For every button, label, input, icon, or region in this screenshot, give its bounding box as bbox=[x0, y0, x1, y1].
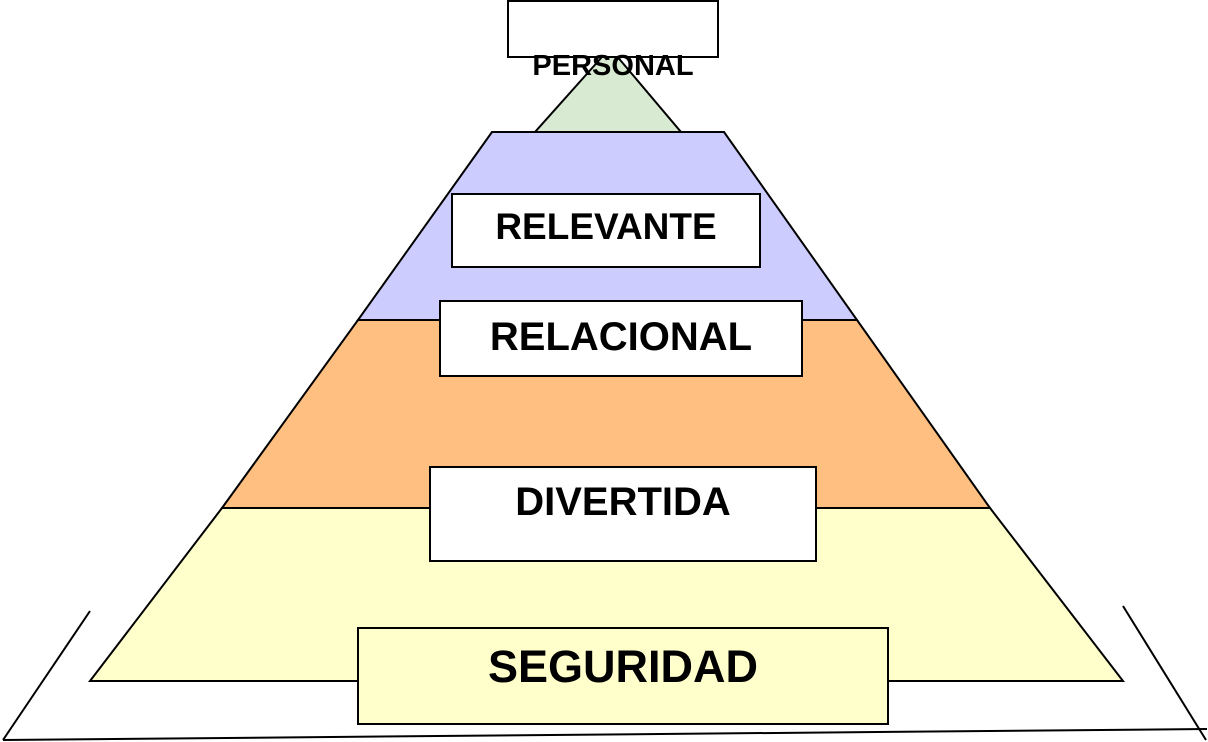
pyramid-layer-personal bbox=[532, 46, 684, 133]
label-box-relevante: RELEVANTE bbox=[451, 193, 761, 268]
frame-line-right bbox=[1122, 605, 1207, 741]
label-relevante: RELEVANTE bbox=[495, 206, 717, 247]
label-divertida: DIVERTIDA bbox=[515, 480, 731, 524]
frame-line-bottom bbox=[2, 728, 1208, 741]
label-seguridad: SEGURIDAD bbox=[487, 641, 759, 692]
label-relacional: RELACIONAL bbox=[489, 315, 753, 359]
frame-line-left bbox=[2, 610, 91, 741]
label-personal: PERSONAL bbox=[532, 50, 694, 82]
label-box-divertida: DIVERTIDA bbox=[429, 466, 817, 562]
label-box-personal: PERSONAL bbox=[507, 0, 719, 81]
label-box-relacional: RELACIONAL bbox=[439, 300, 803, 377]
label-box-seguridad: SEGURIDAD bbox=[357, 627, 889, 725]
